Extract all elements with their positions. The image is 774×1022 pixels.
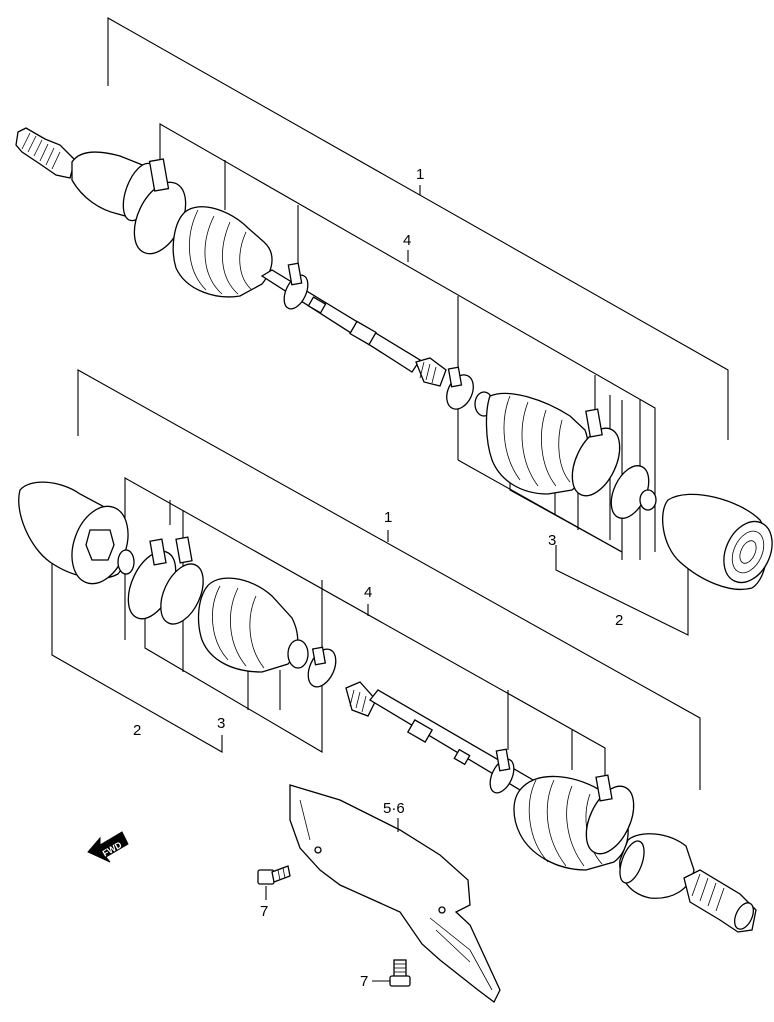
lower-snap-ring (117, 549, 135, 575)
upper-shaft-assembly: 1 4 3 2 (15, 17, 773, 636)
lower-callout-2-bracket (51, 560, 223, 753)
upper-inner-spline (415, 357, 447, 387)
heat-shield-plate (289, 784, 501, 1003)
lower-circlip (160, 563, 204, 625)
upper-inner-boot-clamp-large (571, 427, 621, 497)
lower-inner-joint-housing (18, 481, 129, 585)
bolt-upper-callout-label: 7 (260, 903, 268, 920)
upper-callout-1-bracket (107, 17, 729, 440)
upper-callout-1-label: 1 (416, 166, 424, 183)
upper-outer-boot (172, 206, 273, 298)
bolt-upper (257, 865, 291, 900)
lower-outer-cv-joint (619, 833, 695, 899)
lower-callout-4-label: 4 (364, 584, 372, 601)
fwd-arrow-icon: FWD (87, 831, 129, 863)
lower-outer-boot-clamp-large (585, 785, 635, 855)
upper-snap-ring (639, 489, 657, 511)
upper-callout-4-bracket (159, 123, 656, 552)
bolt-lower (372, 959, 411, 987)
lower-axle-shaft (369, 689, 541, 797)
lower-callout-2-label: 2 (133, 722, 141, 739)
heat-shield-assembly: 5·6 7 7 (257, 784, 501, 1003)
upper-callout-2-label: 2 (615, 612, 623, 629)
upper-callout-3-label: 3 (548, 532, 556, 549)
upper-axle-shaft (260, 269, 421, 373)
lower-callout-1-bracket (77, 369, 701, 790)
upper-outer-stub-shaft (15, 127, 76, 179)
heat-shield-callout-label: 5·6 (383, 800, 405, 817)
upper-inner-boot (474, 391, 589, 495)
lower-inner-boot (197, 577, 309, 673)
lower-inner-spline (345, 681, 377, 717)
bolt-lower-callout-label: 7 (360, 973, 368, 990)
lower-outer-stub-shaft (683, 869, 757, 933)
upper-callout-4-label: 4 (403, 232, 411, 249)
lower-callout-3-label: 3 (217, 715, 225, 732)
lower-callout-1-label: 1 (384, 509, 392, 526)
lower-callout-4-bracket (124, 477, 606, 790)
upper-inner-joint-housing (662, 493, 773, 590)
upper-callout-2-bracket (555, 545, 689, 636)
lower-shaft-assembly: 1 4 2 3 (18, 369, 757, 933)
